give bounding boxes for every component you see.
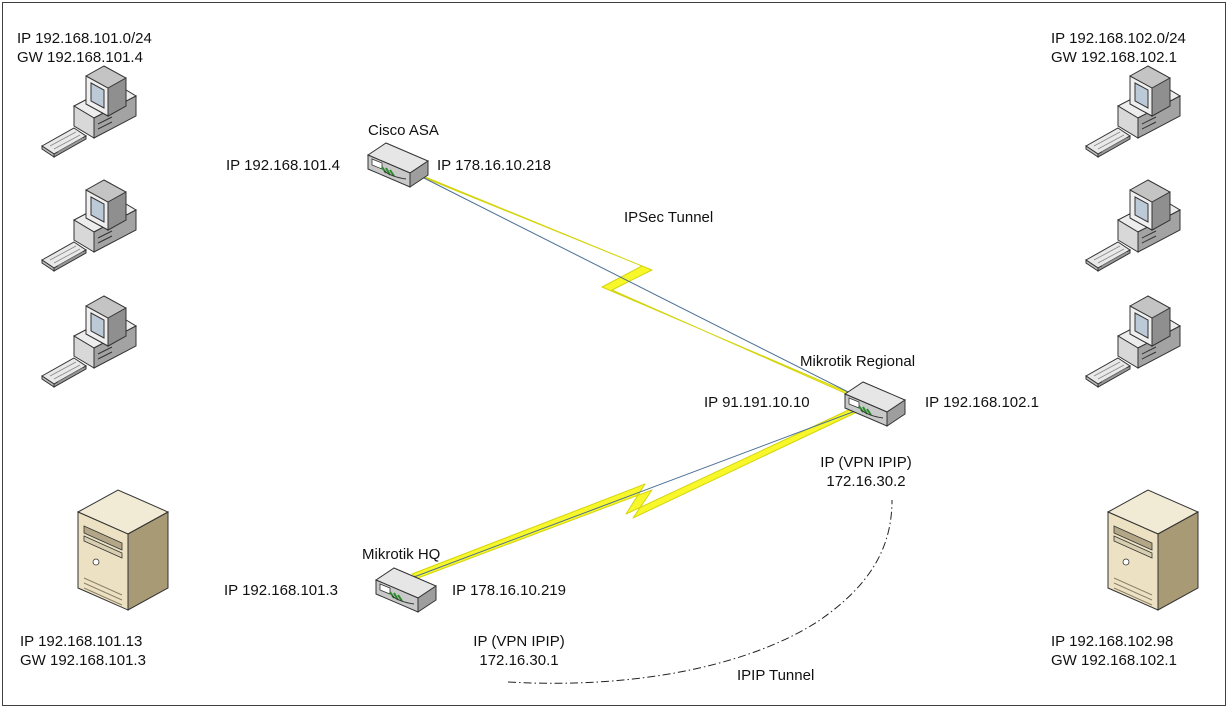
ipip-tunnel-label: IPIP Tunnel xyxy=(737,667,815,684)
mikrotik-hq-wan-ip: IP 178.16.10.219 xyxy=(452,582,566,599)
mikrotik-hq-vpn-ip: 172.16.30.1 xyxy=(479,652,559,669)
right-pc-2-icon xyxy=(1085,179,1181,272)
cisco-asa-wan-ip: IP 178.16.10.218 xyxy=(437,157,551,174)
cisco-asa-name: Cisco ASA xyxy=(368,122,439,139)
left-server-ip: IP 192.168.101.13 xyxy=(20,633,143,650)
ipip-tunnel-curve xyxy=(507,499,893,684)
right-network-ip: IP 192.168.102.0/24 xyxy=(1051,30,1186,47)
left-server-icon xyxy=(77,489,169,611)
mikrotik-hq-lan-ip: IP 192.168.101.3 xyxy=(224,582,338,599)
wan-link-line xyxy=(413,403,875,578)
left-server-gw: GW 192.168.101.3 xyxy=(20,652,146,669)
cisco-asa-router-icon xyxy=(367,142,429,188)
right-pc-1-icon xyxy=(1085,65,1181,158)
right-server-ip: IP 192.168.102.98 xyxy=(1051,633,1174,650)
mikrotik-regional-vpn-label: IP (VPN IPIP) xyxy=(820,454,912,471)
right-pc-3-icon xyxy=(1085,295,1181,388)
mikrotik-regional-lan-ip: IP 192.168.102.1 xyxy=(925,394,1039,411)
ipsec-tunnel-label: IPSec Tunnel xyxy=(624,209,714,226)
left-pc-2-icon xyxy=(41,179,137,272)
left-network-gw: GW 192.168.101.4 xyxy=(17,49,143,66)
mikrotik-hq-name: Mikrotik HQ xyxy=(362,546,441,563)
right-server-gw: GW 192.168.102.1 xyxy=(1051,652,1177,669)
right-server-icon xyxy=(1107,489,1199,611)
ipsec-link-line xyxy=(419,175,873,405)
mikrotik-regional-name: Mikrotik Regional xyxy=(800,353,916,370)
left-pc-1-icon xyxy=(41,65,137,158)
right-network-gw: GW 192.168.102.1 xyxy=(1051,49,1177,66)
mikrotik-hq-vpn-label: IP (VPN IPIP) xyxy=(473,633,565,650)
mikrotik-regional-wan-ip: IP 91.191.10.10 xyxy=(704,394,810,411)
cisco-asa-lan-ip: IP 192.168.101.4 xyxy=(226,157,340,174)
left-network-ip: IP 192.168.101.0/24 xyxy=(17,30,152,47)
mikrotik-regional-router-icon xyxy=(844,381,906,427)
mikrotik-regional-vpn-ip: 172.16.30.2 xyxy=(826,473,906,490)
left-pc-3-icon xyxy=(41,295,137,388)
